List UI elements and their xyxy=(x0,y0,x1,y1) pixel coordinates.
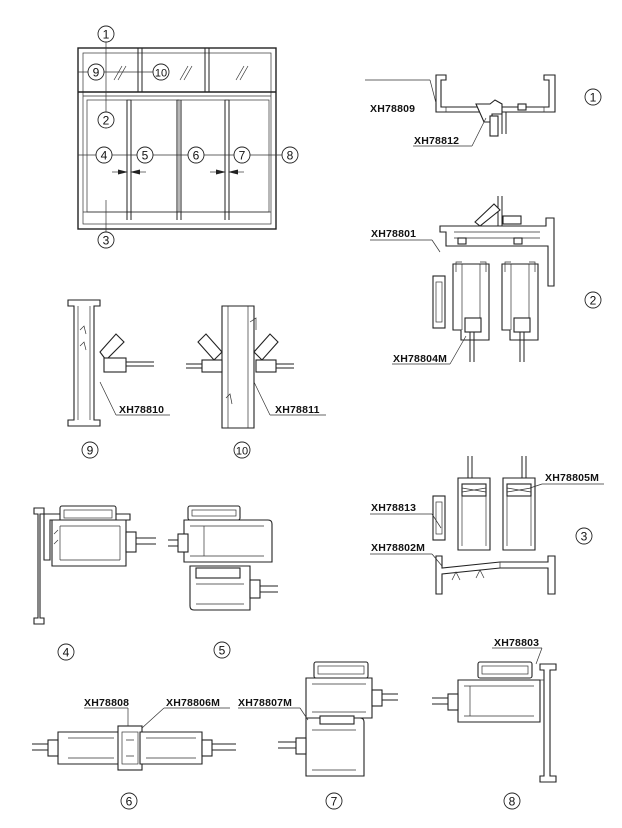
callout-9: 9 xyxy=(87,63,105,81)
section-7-label: 7 xyxy=(331,795,338,809)
section-8-label: 8 xyxy=(509,795,516,809)
code-xh78809: XH78809 xyxy=(370,103,415,115)
callout-5: 5 xyxy=(136,146,154,164)
section-8-drawing: XH78803 8 xyxy=(432,637,557,810)
code-xh78810: XH78810 xyxy=(119,404,164,416)
section-6-drawing: XH78808 XH78806M 6 xyxy=(32,697,236,810)
code-xh78804m: XH78804M xyxy=(393,353,447,365)
callout-9-label: 9 xyxy=(93,66,100,80)
callout-8-label: 8 xyxy=(287,149,294,163)
callout-6-label: 6 xyxy=(193,149,200,163)
section-4-drawing: 4 xyxy=(33,505,156,661)
code-xh78805m: XH78805M xyxy=(545,472,599,484)
section-1-drawing: XH78809 XH78812 1 xyxy=(365,74,602,147)
callout-7: 7 xyxy=(233,146,251,164)
section-3-drawing: XH78813 XH78805M XH78802M 3 xyxy=(370,456,604,595)
section-10-drawing: XH78811 10 xyxy=(186,305,326,459)
code-xh78812: XH78812 xyxy=(414,135,459,147)
code-xh78807m: XH78807M xyxy=(238,697,292,709)
section-3-label: 3 xyxy=(581,530,588,544)
code-xh78806m: XH78806M xyxy=(166,697,220,709)
code-xh78803: XH78803 xyxy=(494,637,539,649)
section-7-drawing: XH78807M 7 xyxy=(238,661,398,810)
callout-5-label: 5 xyxy=(142,149,149,163)
code-xh78808: XH78808 xyxy=(84,697,129,709)
window-elevation: 1 9 10 2 4 5 6 7 xyxy=(77,25,299,249)
section-2-drawing: XH78801 XH78804M 2 xyxy=(370,196,602,365)
section-5-label: 5 xyxy=(219,644,226,658)
callout-4: 4 xyxy=(95,146,113,164)
section-4-label: 4 xyxy=(63,646,70,660)
callout-10: 10 xyxy=(152,63,170,81)
section-6-label: 6 xyxy=(126,795,133,809)
code-xh78811: XH78811 xyxy=(275,404,320,416)
code-xh78813: XH78813 xyxy=(371,502,416,514)
callout-2: 2 xyxy=(97,111,115,129)
callout-6: 6 xyxy=(187,146,205,164)
section-5-drawing: 5 xyxy=(168,505,278,659)
callout-3: 3 xyxy=(97,231,115,249)
code-xh78802m: XH78802M xyxy=(371,542,425,554)
callout-10-label: 10 xyxy=(155,68,167,80)
section-1-label: 1 xyxy=(590,91,597,105)
section-10-label: 10 xyxy=(236,446,248,458)
section-2-label: 2 xyxy=(590,294,597,308)
section-9-drawing: XH78810 9 xyxy=(67,299,170,459)
section-9-label: 9 xyxy=(87,444,94,458)
callout-1: 1 xyxy=(97,25,115,43)
callout-2-label: 2 xyxy=(103,114,110,128)
callout-8: 8 xyxy=(281,146,299,164)
callout-7-label: 7 xyxy=(239,149,246,163)
callout-1-label: 1 xyxy=(103,28,110,42)
callout-4-label: 4 xyxy=(101,149,108,163)
callout-3-label: 3 xyxy=(103,234,110,248)
code-xh78801: XH78801 xyxy=(371,228,416,240)
